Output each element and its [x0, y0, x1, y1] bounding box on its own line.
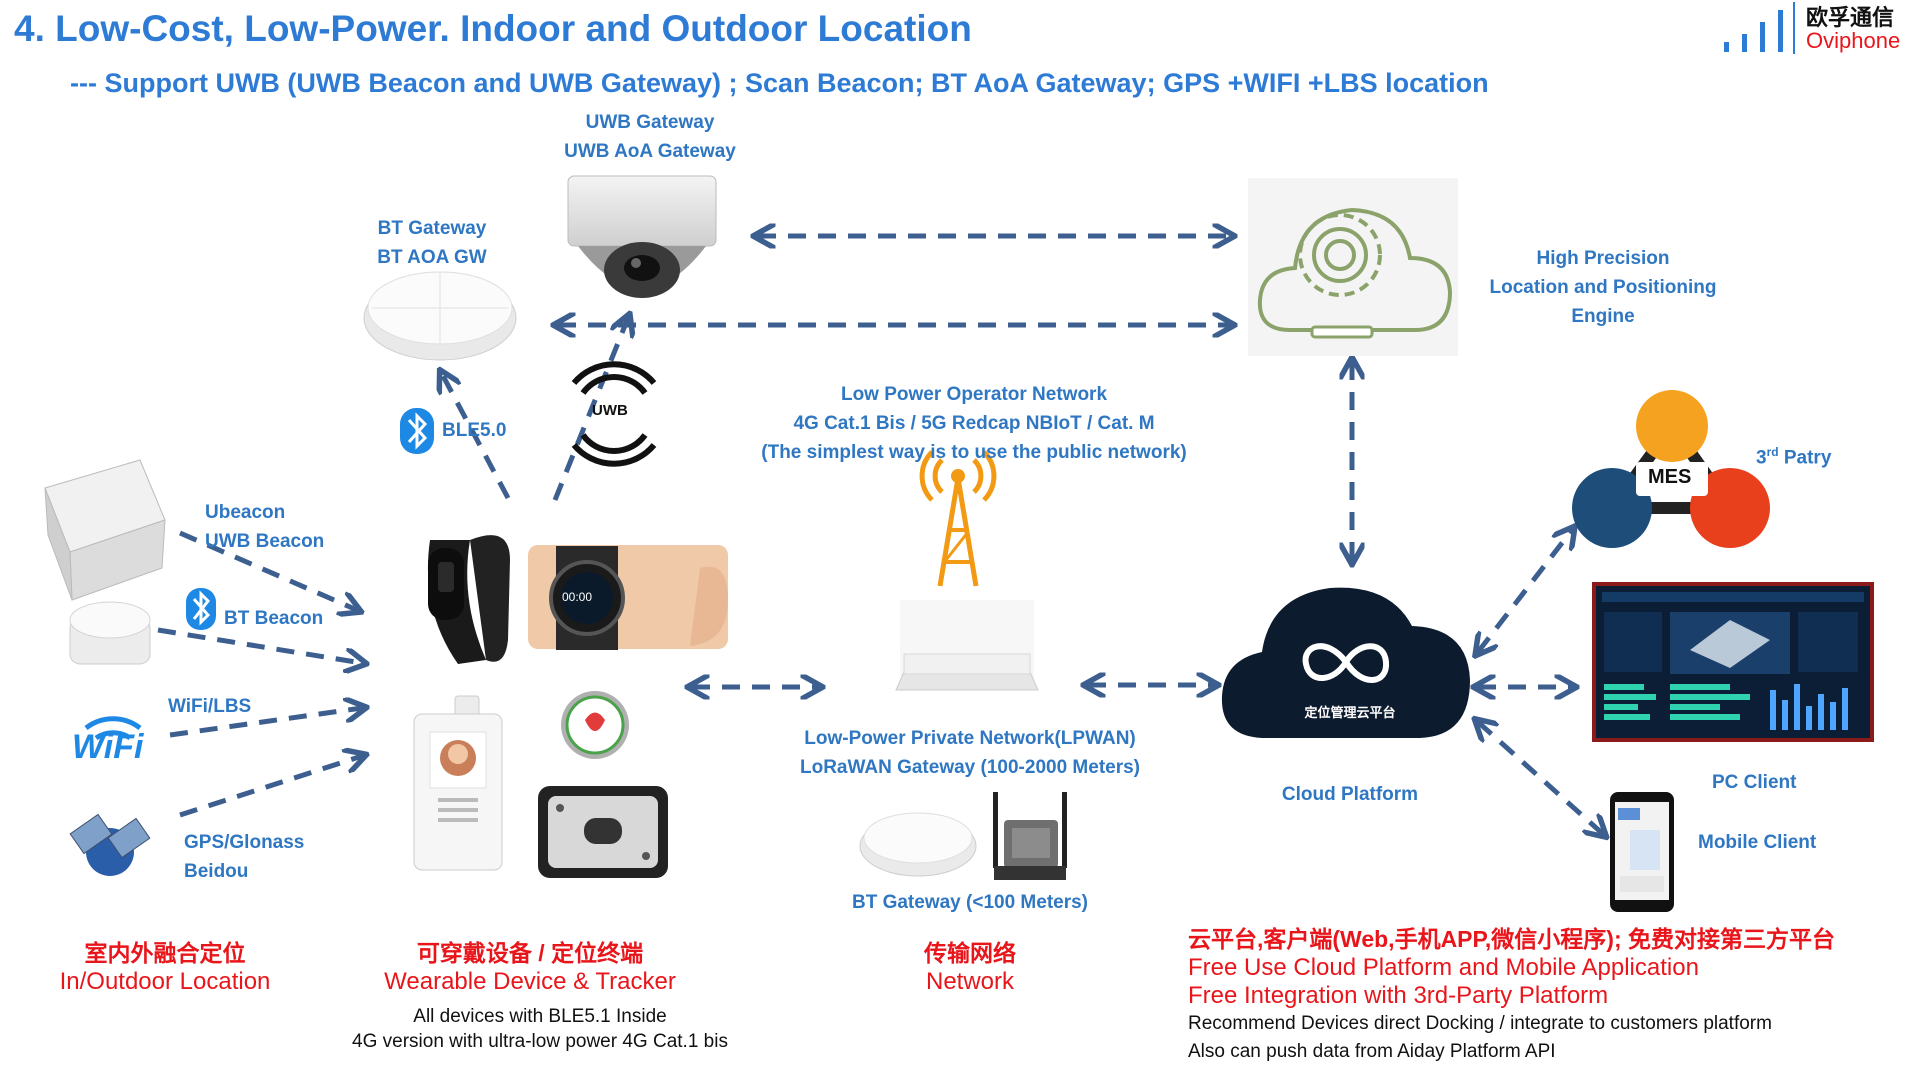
- gps-label-line2: Beidou: [184, 861, 249, 882]
- footer-wearable-cn: 可穿戴设备 / 定位终端: [416, 940, 644, 966]
- operator-line1: Low Power Operator Network: [840, 384, 1108, 405]
- bt-gateway-label: BT Gateway BT AOA GW: [342, 214, 522, 272]
- cloud-platform-label: Cloud Platform: [1281, 784, 1419, 805]
- third-party-label: 3rd Patry: [1756, 445, 1832, 469]
- arrow-wifi: [169, 708, 362, 738]
- uwb-gateway-label-line2: UWB AoA Gateway: [564, 141, 736, 162]
- logo-bars-icon: [1724, 2, 1795, 54]
- logo-cn: 欧孚通信: [1806, 5, 1895, 30]
- operator-network-label: Low Power Operator Network 4G Cat.1 Bis …: [724, 380, 1224, 467]
- bt-gateway-icon: [363, 271, 517, 361]
- engine-label-line3: Engine: [1571, 306, 1635, 327]
- badge-card-icon: [413, 695, 503, 871]
- bt-beacon-label: BT Beacon: [224, 608, 324, 629]
- lpwan-line1: Low-Power Private Network(LPWAN): [804, 728, 1136, 749]
- engine-label-line1: High Precision: [1536, 248, 1670, 269]
- uwb-gateway-label-line1: UWB Gateway: [585, 112, 715, 133]
- bt-beacon-bluetooth-icon: [186, 588, 216, 630]
- footer-location-en: In/Outdoor Location: [59, 968, 271, 995]
- footer-wearable-en: Wearable Device & Tracker: [384, 968, 676, 995]
- footer-device-notes: All devices with BLE5.1 Inside 4G versio…: [300, 1004, 780, 1054]
- wifi-lbs-label: WiFi/LBS: [168, 696, 252, 717]
- lorawan-gateway-icon: [993, 792, 1067, 880]
- ubeacon-label-line1: Ubeacon: [205, 502, 286, 523]
- mes-text: MES: [1648, 466, 1692, 488]
- footer-network-en: Network: [925, 968, 1015, 995]
- footer-platform-note1: Recommend Devices direct Docking / integ…: [1188, 1013, 1772, 1034]
- arrow-devices-uwbgw: [552, 318, 628, 501]
- ubeacon-label: Ubeacon UWB Beacon: [205, 498, 324, 556]
- bt-gateway-label-line2: BT AOA GW: [377, 247, 487, 268]
- engine-label: High Precision Location and Positioning …: [1460, 244, 1746, 331]
- footer-note1: All devices with BLE5.1 Inside: [413, 1006, 667, 1027]
- logo-en: Oviphone: [1806, 28, 1901, 53]
- footer-platform-en1: Free Use Cloud Platform and Mobile Appli…: [1188, 954, 1699, 981]
- arrow-cloud-mobile: [1478, 722, 1603, 834]
- bt-gateway-label-line1: BT Gateway: [377, 218, 487, 239]
- footer-network-cn: 传输网络: [924, 940, 1016, 966]
- cell-tower-icon: [919, 450, 997, 587]
- asset-tracker-icon: [538, 786, 668, 878]
- gps-satellite-icon: [69, 813, 151, 876]
- footer-platform-en2: Free Integration with 3rd-Party Platform: [1188, 982, 1609, 1009]
- arrow-gps: [179, 756, 362, 818]
- footer-network: 传输网络 Network: [870, 934, 1070, 996]
- pc-dashboard-icon: [1592, 582, 1874, 742]
- footer-location-cn: 室内外融合定位: [84, 940, 246, 966]
- footer-wearable: 可穿戴设备 / 定位终端 Wearable Device & Tracker: [360, 934, 700, 996]
- mobile-phone-icon: [1610, 792, 1674, 912]
- lpwan-line2: LoRaWAN Gateway (100-2000 Meters): [799, 757, 1140, 778]
- cloud-inner-text: 定位管理云平台: [1304, 705, 1396, 720]
- bt-gateway-range-label: BT Gateway (<100 Meters): [851, 892, 1088, 913]
- operator-line2: 4G Cat.1 Bis / 5G Redcap NBIoT / Cat. M: [793, 413, 1155, 434]
- arrow-btbeacon: [157, 627, 362, 663]
- watch-time: 00:00: [562, 590, 593, 604]
- ble-label: BLE5.0: [442, 420, 507, 441]
- uwb-gateway-label: UWB Gateway UWB AoA Gateway: [530, 108, 770, 166]
- gps-label: GPS/Glonass Beidou: [184, 828, 304, 886]
- wifi-icon: [84, 716, 142, 741]
- fitness-band-icon: [427, 535, 510, 664]
- uwb-icon-text: UWB: [592, 402, 628, 419]
- footer-platform-cn: 云平台,客户端(Web,手机APP,微信小程序); 免费对接第三方平台: [1188, 926, 1835, 952]
- page-title: 4. Low-Cost, Low-Power. Indoor and Outdo…: [14, 8, 972, 49]
- uwb-signal-icon: [571, 361, 657, 467]
- pc-client-label: PC Client: [1712, 772, 1797, 793]
- mes-diagram-icon: [1572, 390, 1770, 548]
- operator-line3: (The simplest way is to use the public n…: [761, 442, 1187, 463]
- gps-label-line1: GPS/Glonass: [184, 832, 305, 853]
- arrow-cloud-mes: [1478, 530, 1572, 652]
- arrow-ubeacon: [179, 530, 357, 610]
- positioning-engine-icon: [1248, 178, 1458, 356]
- engine-label-line2: Location and Positioning: [1489, 277, 1717, 298]
- bt-beacon-device-icon: [69, 601, 151, 665]
- medical-badge-icon: [561, 691, 629, 759]
- footer-location: 室内外融合定位 In/Outdoor Location: [40, 934, 290, 996]
- bluetooth-icon: [400, 408, 434, 454]
- lpwan-label: Low-Power Private Network(LPWAN) LoRaWAN…: [744, 724, 1196, 782]
- ubeacon-label-line2: UWB Beacon: [205, 531, 325, 552]
- smartwatch-icon: [528, 545, 728, 650]
- uwb-gateway-camera-icon: [567, 175, 717, 298]
- ubeacon-device-icon: [44, 459, 166, 601]
- mobile-client-label: Mobile Client: [1698, 832, 1817, 853]
- bt-gateway-small-icon: [859, 812, 977, 877]
- page-subtitle: --- Support UWB (UWB Beacon and UWB Gate…: [70, 68, 1489, 98]
- cloud-platform-icon: [1221, 587, 1470, 738]
- footer-note2: 4G version with ultra-low power 4G Cat.1…: [352, 1031, 728, 1052]
- arrow-devices-btgw: [442, 374, 511, 500]
- footer-platform: 云平台,客户端(Web,手机APP,微信小程序); 免费对接第三方平台 Free…: [1188, 920, 1835, 1066]
- wifi-text: WiFi: [72, 728, 144, 766]
- footer-platform-note2: Also can push data from Aiday Platform A…: [1188, 1041, 1556, 1062]
- router-icon: [895, 600, 1039, 691]
